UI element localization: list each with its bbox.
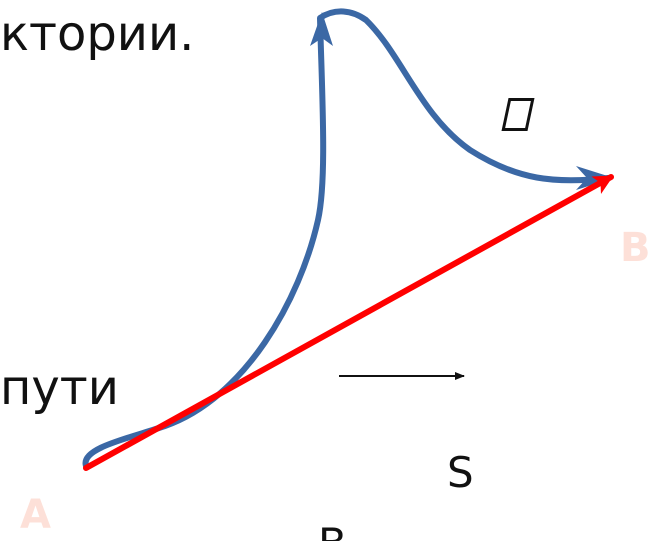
point-a-label: А: [20, 492, 51, 538]
top-text-fragment: ктории.: [0, 6, 195, 62]
displacement-vector: [83, 174, 614, 471]
trajectory-curve: [82, 8, 611, 469]
trajectory-top-arrowhead: [310, 12, 333, 46]
point-b-label: В: [620, 225, 651, 271]
s-label: S: [447, 448, 474, 497]
middle-text-fragment: пути: [0, 360, 119, 416]
bottom-text-fragment: В: [318, 523, 347, 541]
